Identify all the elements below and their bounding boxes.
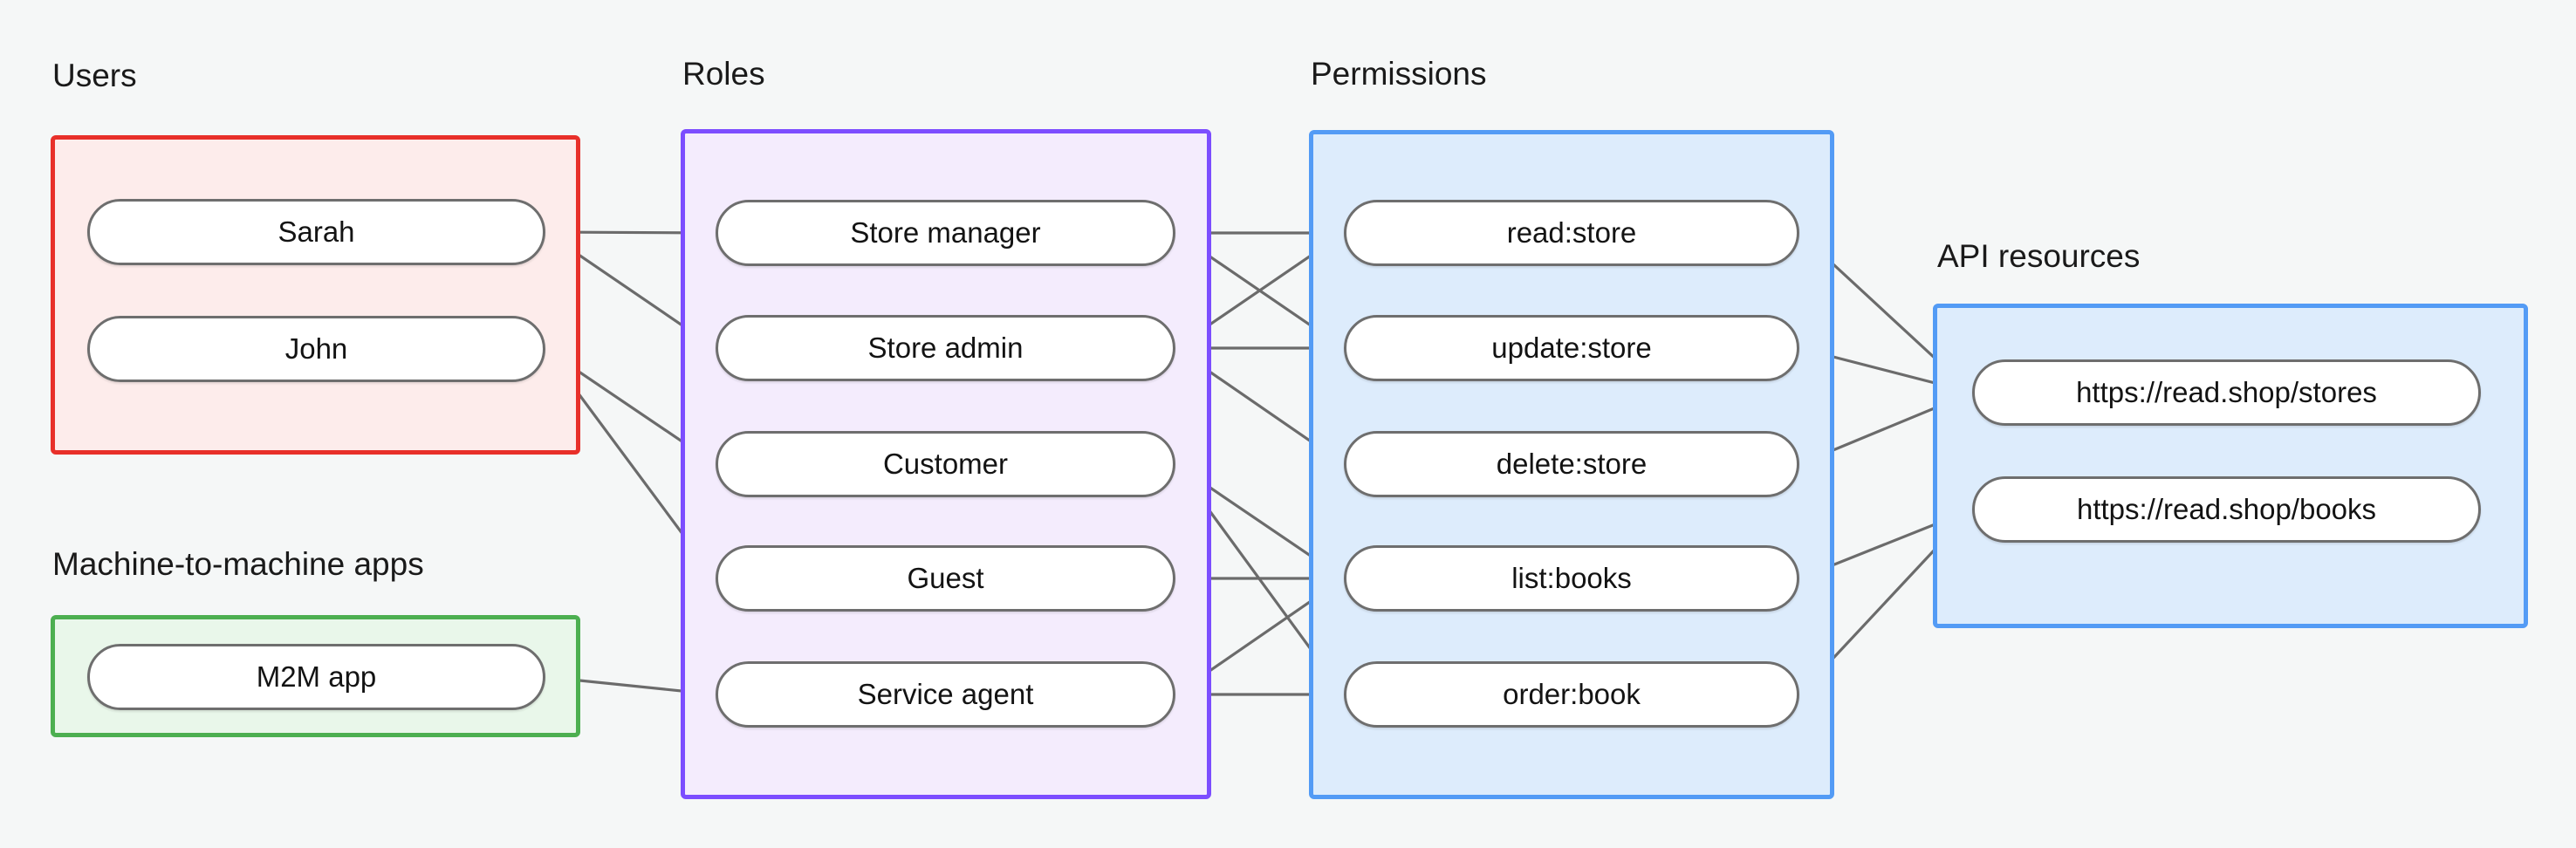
group-label-users: Users [52,58,137,93]
group-label-roles: Roles [682,56,765,92]
group-box-api-resources [1933,304,2528,628]
node-permission-delete-store[interactable]: delete:store [1344,431,1799,497]
group-box-users [51,135,580,455]
group-label-permissions: Permissions [1311,56,1487,92]
node-user-john[interactable]: John [87,316,545,382]
node-permission-read-store[interactable]: read:store [1344,200,1799,266]
node-api-resource-books[interactable]: https://read.shop/books [1972,476,2481,543]
group-label-m2m: Machine-to-machine apps [52,546,424,582]
node-role-guest[interactable]: Guest [716,545,1175,612]
node-role-customer[interactable]: Customer [716,431,1175,497]
node-m2m-app[interactable]: M2M app [87,644,545,710]
node-role-store-manager[interactable]: Store manager [716,200,1175,266]
node-user-sarah[interactable]: Sarah [87,199,545,265]
node-permission-update-store[interactable]: update:store [1344,315,1799,381]
node-api-resource-stores[interactable]: https://read.shop/stores [1972,359,2481,426]
node-permission-list-books[interactable]: list:books [1344,545,1799,612]
node-permission-order-book[interactable]: order:book [1344,661,1799,728]
group-label-api-resources: API resources [1937,238,2141,274]
node-role-service-agent[interactable]: Service agent [716,661,1175,728]
node-role-store-admin[interactable]: Store admin [716,315,1175,381]
